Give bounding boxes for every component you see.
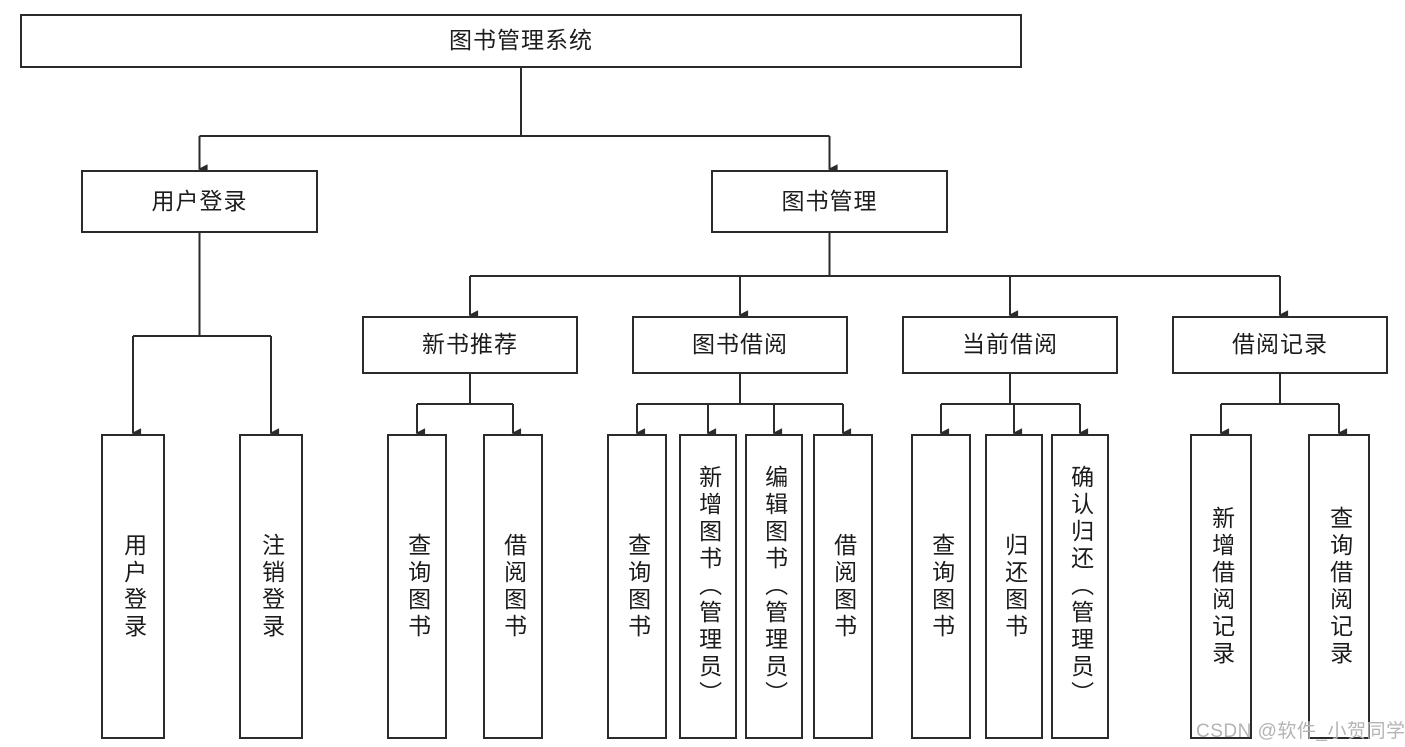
node-l-cu-return[interactable]: 归还图书 bbox=[985, 434, 1043, 739]
node-l-nb-query[interactable]: 查询图书 bbox=[387, 434, 447, 739]
node-label-l-nb-query: 查询图书 bbox=[404, 532, 431, 641]
node-label-l-bo-query: 查询图书 bbox=[624, 532, 651, 641]
node-label-newbook: 新书推荐 bbox=[422, 331, 518, 358]
node-label-l-logout: 注销登录 bbox=[258, 532, 285, 641]
node-current[interactable]: 当前借阅 bbox=[902, 316, 1118, 374]
node-label-records: 借阅记录 bbox=[1232, 331, 1328, 358]
node-label-current: 当前借阅 bbox=[962, 331, 1058, 358]
node-newbook[interactable]: 新书推荐 bbox=[362, 316, 578, 374]
node-l-nb-borrow[interactable]: 借阅图书 bbox=[483, 434, 543, 739]
node-l-login[interactable]: 用户登录 bbox=[101, 434, 165, 739]
node-label-l-bo-lend: 借阅图书 bbox=[830, 532, 857, 641]
node-label-l-bo-add: 新增图书（管理员） bbox=[695, 465, 722, 708]
node-label-root: 图书管理系统 bbox=[449, 27, 593, 54]
node-l-re-add[interactable]: 新增借阅记录 bbox=[1190, 434, 1252, 739]
node-label-l-cu-query: 查询图书 bbox=[928, 532, 955, 641]
node-label-l-login: 用户登录 bbox=[120, 532, 147, 641]
node-label-l-cu-return: 归还图书 bbox=[1001, 532, 1028, 641]
node-label-l-nb-borrow: 借阅图书 bbox=[500, 532, 527, 641]
node-records[interactable]: 借阅记录 bbox=[1172, 316, 1388, 374]
node-l-logout[interactable]: 注销登录 bbox=[239, 434, 303, 739]
edge-group bbox=[133, 68, 1339, 433]
node-bookmgmt[interactable]: 图书管理 bbox=[711, 170, 948, 233]
node-l-bo-edit[interactable]: 编辑图书（管理员） bbox=[745, 434, 803, 739]
node-login[interactable]: 用户登录 bbox=[81, 170, 318, 233]
node-label-l-re-add: 新增借阅记录 bbox=[1208, 505, 1235, 668]
node-l-cu-confirm[interactable]: 确认归还（管理员） bbox=[1051, 434, 1109, 739]
node-label-l-re-query: 查询借阅记录 bbox=[1326, 505, 1353, 668]
node-label-borrow: 图书借阅 bbox=[692, 331, 788, 358]
node-borrow[interactable]: 图书借阅 bbox=[632, 316, 848, 374]
node-label-bookmgmt: 图书管理 bbox=[781, 187, 878, 214]
node-l-bo-add[interactable]: 新增图书（管理员） bbox=[679, 434, 737, 739]
node-label-l-bo-edit: 编辑图书（管理员） bbox=[761, 465, 788, 708]
node-l-cu-query[interactable]: 查询图书 bbox=[911, 434, 971, 739]
node-l-bo-query[interactable]: 查询图书 bbox=[607, 434, 667, 739]
csdn-watermark: CSDN @软件_小贺同学 bbox=[1196, 721, 1405, 742]
node-label-login: 用户登录 bbox=[151, 187, 248, 214]
node-root[interactable]: 图书管理系统 bbox=[20, 14, 1022, 68]
node-label-l-cu-confirm: 确认归还（管理员） bbox=[1067, 465, 1094, 708]
node-l-bo-lend[interactable]: 借阅图书 bbox=[813, 434, 873, 739]
node-l-re-query[interactable]: 查询借阅记录 bbox=[1308, 434, 1370, 739]
